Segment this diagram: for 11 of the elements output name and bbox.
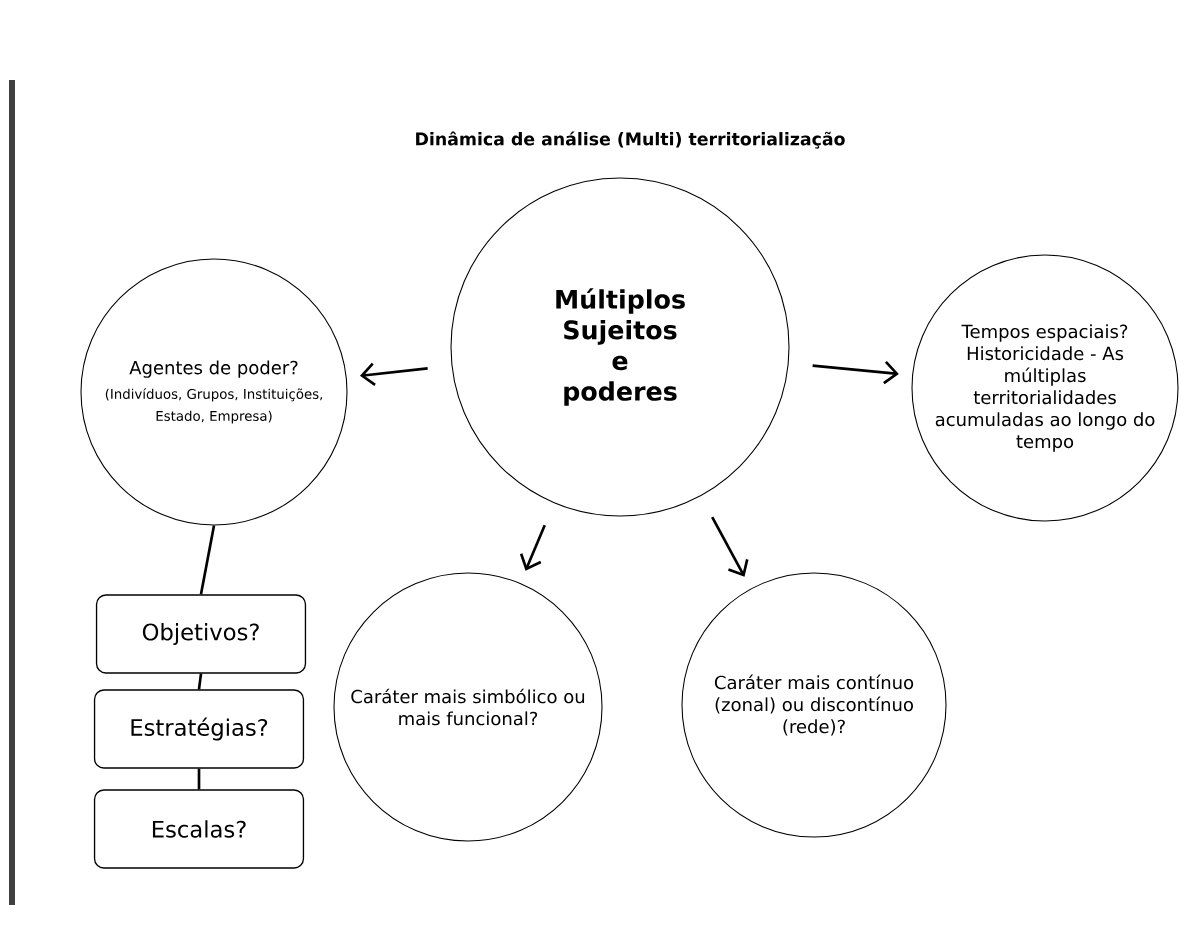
question-box: Estratégias? <box>93 689 305 769</box>
question-box: Objetivos? <box>95 594 307 674</box>
connector-line <box>199 525 216 595</box>
connector-line <box>197 673 203 690</box>
arrow <box>812 361 899 385</box>
connector-line <box>197 768 201 790</box>
title: Dinâmica de análise (Multi) territorialização <box>416 131 845 149</box>
question-box: Escalas? <box>93 789 305 869</box>
arrow <box>711 516 749 577</box>
arrow <box>519 524 546 571</box>
arrow <box>359 362 428 386</box>
